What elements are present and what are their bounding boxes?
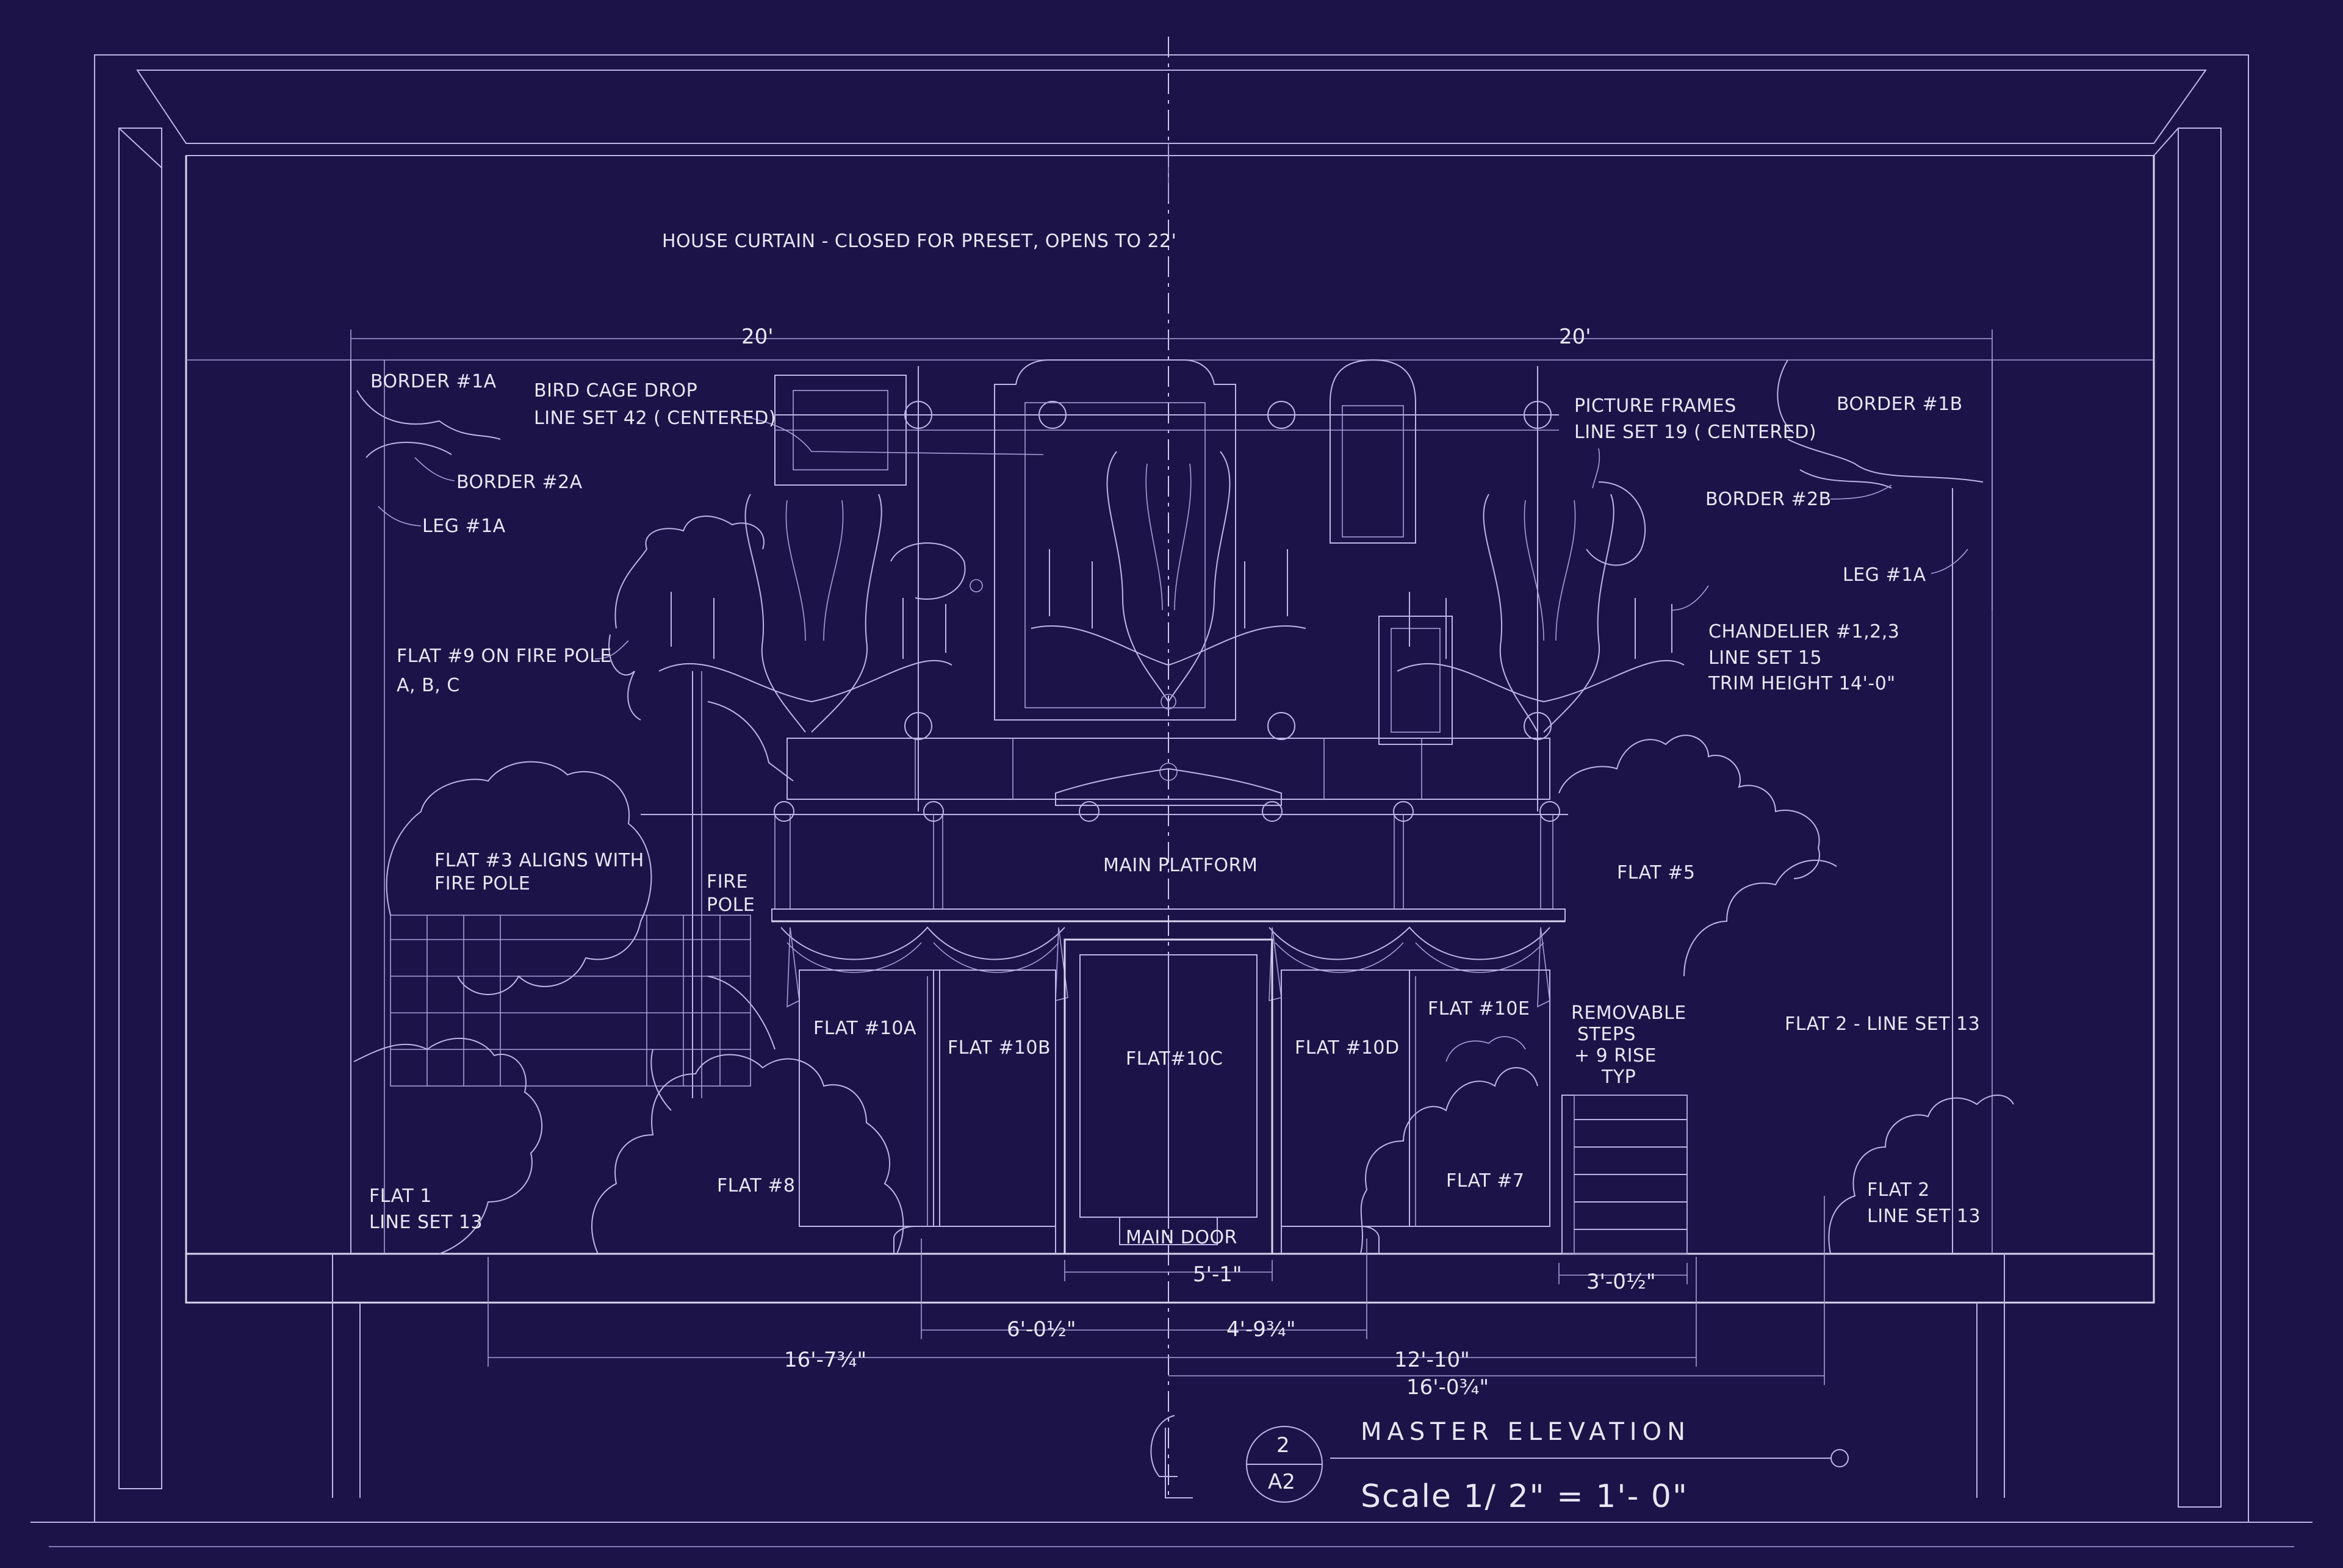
label-flat10d: FLAT #10D [1295, 1037, 1400, 1059]
annotations: HOUSE CURTAIN - CLOSED FOR PRESET, OPENS… [369, 231, 1981, 1248]
chandeliers [658, 451, 1685, 733]
detail-number: 2 [1276, 1433, 1290, 1458]
chandelier-right [1397, 481, 1685, 733]
dim-left-inner: 6'-0½" [1007, 1317, 1076, 1342]
dim-right-mid: 12'-10" [1394, 1348, 1470, 1372]
main-platform [641, 763, 1568, 922]
dimension-values: 5'-1" 3'-0½" 6'-0½" 4'-9¾" 16'-7¾" 12'-1… [784, 1262, 1655, 1400]
dim-right-inner: 4'-9¾" [1226, 1317, 1295, 1342]
label-flat9-1: FLAT #9 ON FIRE POLE [397, 646, 612, 667]
label-steps-3: + 9 RISE [1574, 1045, 1657, 1066]
label-steps-4: TYP [1601, 1066, 1636, 1088]
removable-steps [1561, 1095, 1688, 1254]
picture-frames [994, 359, 1453, 745]
label-main-door: MAIN DOOR [1126, 1227, 1237, 1248]
label-flat2-1: FLAT 2 [1867, 1179, 1930, 1201]
label-flat10c: FLAT#10C [1126, 1048, 1223, 1070]
label-flat2-lineset: FLAT 2 - LINE SET 13 [1785, 1013, 1980, 1035]
label-flat3-1: FLAT #3 ALIGNS WITH [434, 850, 644, 871]
label-chandelier-1: CHANDELIER #1,2,3 [1708, 621, 1899, 642]
label-flat10e: FLAT #10E [1428, 998, 1530, 1020]
label-picture-frames-2: LINE SET 19 ( CENTERED) [1574, 422, 1816, 443]
flat-7-foliage [1360, 1036, 1538, 1254]
label-steps-2: STEPS [1577, 1024, 1636, 1045]
label-flat3-2: FIRE POLE [434, 873, 530, 894]
label-border-2b: BORDER #2B [1705, 489, 1832, 510]
label-picture-frames-1: PICTURE FRAMES [1574, 395, 1737, 417]
drawing-title: MASTER ELEVATION [1361, 1418, 1691, 1446]
leader-lines [378, 414, 1968, 660]
dimension-lines [488, 1196, 1825, 1385]
label-fire-pole-1: FIRE [707, 871, 748, 893]
label-width-right: 20' [1559, 325, 1591, 349]
border-masking [356, 359, 1984, 489]
flat-3-foliage [386, 761, 652, 995]
label-house-curtain: HOUSE CURTAIN - CLOSED FOR PRESET, OPENS… [662, 231, 1176, 252]
title-block [1150, 1415, 1849, 1503]
flat-9-foliage [608, 516, 794, 782]
title-block-text: 2 A2 MASTER ELEVATION Scale 1/ 2" = 1'- … [1268, 1418, 1691, 1515]
flat-5-foliage [1558, 735, 1837, 977]
label-border-1b: BORDER #1B [1837, 394, 1963, 415]
dim-left-outer: 16'-7¾" [784, 1348, 866, 1372]
bird-cage-drop [774, 366, 1559, 811]
title-line-end-marker [1830, 1449, 1849, 1467]
label-flat10a: FLAT #10A [813, 1018, 916, 1039]
label-flat1-1: FLAT 1 [369, 1185, 432, 1207]
label-flat7: FLAT #7 [1446, 1170, 1524, 1192]
flat-2-foliage [1828, 1095, 2014, 1254]
label-main-platform: MAIN PLATFORM [1103, 855, 1258, 876]
label-flat10b: FLAT #10B [948, 1037, 1051, 1059]
dim-right-outer: 16'-0¾" [1406, 1375, 1489, 1400]
label-flat1-2: LINE SET 13 [369, 1212, 483, 1233]
label-chandelier-3: TRIM HEIGHT 14'-0" [1708, 673, 1896, 694]
chandelier-left [658, 494, 983, 733]
dim-steps-width: 3'-0½" [1586, 1270, 1655, 1294]
label-border-2a: BORDER #2A [456, 472, 583, 493]
label-fire-pole-2: POLE [707, 894, 755, 916]
proscenium-frame [31, 54, 2312, 1547]
main-door [1064, 938, 1273, 1255]
label-border-1a: BORDER #1A [370, 371, 497, 392]
sheet-number: A2 [1268, 1470, 1295, 1494]
label-flat8: FLAT #8 [717, 1175, 795, 1196]
dim-door-width: 5'-1" [1193, 1262, 1242, 1287]
chandelier-center [1031, 451, 1306, 710]
swag-valance [780, 926, 1550, 1008]
label-leg-left: LEG #1A [422, 516, 506, 537]
centerline-symbol [1150, 1415, 1178, 1477]
lattice-fence [390, 915, 751, 1087]
label-steps-1: REMOVABLE [1571, 1002, 1686, 1024]
fire-pole [692, 671, 702, 1098]
flats-10 [799, 969, 1550, 1254]
label-bird-cage-2: LINE SET 42 ( CENTERED) [534, 408, 776, 429]
label-flat2-2: LINE SET 13 [1867, 1206, 1981, 1227]
label-flat9-2: A, B, C [397, 675, 460, 696]
flat-8-foliage [591, 976, 904, 1254]
label-flat5: FLAT #5 [1617, 862, 1695, 883]
flat-1-foliage [353, 1037, 543, 1254]
label-leg-right: LEG #1A [1843, 564, 1926, 586]
drawing-scale: Scale 1/ 2" = 1'- 0" [1361, 1478, 1688, 1515]
label-bird-cage-1: BIRD CAGE DROP [534, 380, 697, 401]
label-chandelier-2: LINE SET 15 [1708, 647, 1822, 669]
label-width-left: 20' [741, 325, 774, 349]
